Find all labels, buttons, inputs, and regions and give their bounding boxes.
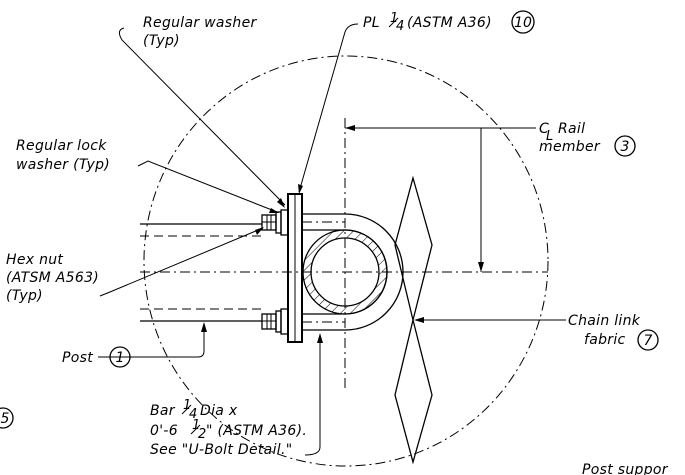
rail-cl-sub: L	[546, 129, 553, 144]
hex-nut-label-line3: (Typ)	[6, 288, 43, 304]
plate-frac-num: 1	[390, 11, 398, 26]
plate-label: PL 1 4 (ASTM A36)	[363, 11, 492, 34]
rail-member-text: member	[539, 139, 601, 155]
left-edge-callout-number: 5	[1, 411, 10, 427]
chain-link-label-line1: Chain link	[568, 313, 641, 329]
chain-link-callout-bubble: 7	[637, 329, 659, 351]
plate-callout-number: 10	[514, 15, 532, 31]
post-callout-number: 1	[116, 350, 125, 366]
chain-link-callout-number: 7	[644, 333, 653, 349]
svg-text:PL: PL	[363, 15, 380, 31]
lock-washer-label-line1: Regular lock	[16, 138, 107, 154]
upper-lock-washer	[275, 211, 282, 234]
rail-text: Rail	[558, 121, 585, 137]
upper-washer	[280, 209, 289, 236]
bar-note: Bar 1 4 Dia x 0'-6 1 2 " (ASTM A36). See…	[150, 398, 307, 458]
plate-frac-den: 4	[396, 19, 404, 34]
post-label: Post	[62, 350, 93, 366]
bar-line1-a: Bar	[150, 403, 176, 419]
regular-washer-typ-label: (Typ)	[143, 33, 180, 49]
chain-link-label-line2: fabric	[584, 332, 626, 348]
upper-bolt-assembly	[261, 209, 289, 236]
lock-washer-label-line2: washer (Typ)	[16, 157, 110, 173]
lower-washer	[280, 308, 289, 335]
bar-frac2-den: 2	[198, 427, 206, 442]
bar-line1-b: Dia x	[200, 403, 238, 419]
lower-lock-washer	[275, 310, 282, 333]
rail-cl-symbol: C	[539, 121, 549, 137]
rail-pipe-section	[300, 228, 392, 320]
lower-bolt-assembly	[261, 308, 289, 335]
bar-line2-b: " (ASTM A36).	[206, 423, 307, 439]
left-edge-callout-bubble: 5	[0, 407, 14, 429]
hex-nut-label-line1: Hex nut	[6, 252, 63, 268]
chain-link-fabric	[394, 175, 433, 465]
rail-cl-dimension	[345, 125, 536, 272]
bar-frac2-num: 1	[192, 418, 200, 433]
bar-line3: See "U-Bolt Detail."	[150, 442, 292, 458]
rail-callout-number: 3	[621, 139, 630, 155]
rail-label: C L Rail member	[539, 121, 601, 155]
bar-frac-num: 1	[183, 398, 191, 413]
bar-frac-den: 4	[189, 407, 197, 422]
leader-lines	[98, 23, 566, 456]
regular-washer-label: Regular washer	[143, 15, 257, 31]
post-callout-bubble: 1	[109, 346, 131, 368]
hex-nut-label-line2: (ATSM A563)	[6, 270, 99, 286]
plate-spec: (ASTM A36)	[407, 15, 492, 31]
bar-line2-a: 0'-6	[150, 423, 178, 439]
plate-text: PL	[363, 15, 380, 31]
detail-boundary-circle	[143, 55, 549, 467]
post-support-label: Post suppor	[582, 462, 669, 475]
plate-callout-bubble: 10	[511, 10, 535, 34]
post-pipe	[140, 223, 262, 322]
rail-callout-bubble: 3	[614, 135, 636, 157]
